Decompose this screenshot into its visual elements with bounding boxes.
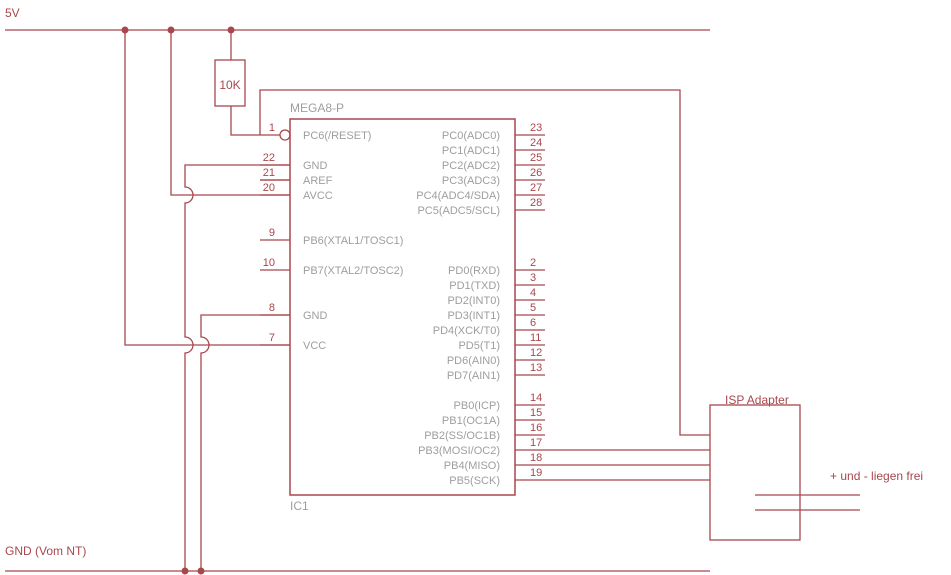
- pin-number-26: 26: [530, 167, 542, 179]
- pin-number-15: 15: [530, 407, 542, 419]
- gnd-wire-22: [184, 164, 290, 571]
- pin-name-14: PB0(ICP): [454, 400, 500, 412]
- gnd-wire-8: [200, 314, 290, 571]
- pin-number-4: 4: [530, 287, 536, 299]
- pin-name-26: PC3(ADC3): [442, 175, 500, 187]
- pin-name-13: PD7(AIN1): [447, 370, 500, 382]
- pin-name-6: PD4(XCK/T0): [433, 325, 500, 337]
- isp-adapter-box: [709, 404, 801, 541]
- vcc-wire: [124, 30, 290, 346]
- ic-ref-label: IC1: [290, 499, 309, 513]
- pin-number-5: 5: [530, 302, 536, 314]
- pin-number-27: 27: [530, 182, 542, 194]
- pin-name-24: PC1(ADC1): [442, 145, 500, 157]
- pin-number-9: 9: [269, 227, 275, 239]
- pin-name-12: PD6(AIN0): [447, 355, 500, 367]
- reset-wire: [230, 106, 280, 136]
- pin-name-15: PB1(OC1A): [442, 415, 500, 427]
- isp-adapter-label: ISP Adapter: [725, 393, 789, 407]
- pin-number-12: 12: [530, 347, 542, 359]
- pin-number-6: 6: [530, 317, 536, 329]
- ic-body: [289, 118, 516, 496]
- pin-number-20: 20: [263, 182, 275, 194]
- pin-number-24: 24: [530, 137, 542, 149]
- pin-number-10: 10: [263, 257, 275, 269]
- right-pin-group: 23PC0(ADC0)24PC1(ADC1)25PC2(ADC2)26PC3(A…: [416, 122, 545, 487]
- reset-inverter-bubble: [279, 129, 291, 141]
- pin-name-1: PC6(/RESET): [303, 130, 371, 142]
- pin-name-21: AREF: [303, 175, 333, 187]
- pin-name-4: PD2(INT0): [447, 295, 500, 307]
- pin-name-16: PB2(SS/OC1B): [424, 430, 500, 442]
- vcc-net-label: 5V: [5, 6, 20, 20]
- resistor-10k: [214, 59, 246, 107]
- pin-number-21: 21: [263, 167, 275, 179]
- gnd-net-label: GND (Vom NT): [5, 544, 86, 558]
- pin-name-9: PB6(XTAL1/TOSC1): [303, 235, 403, 247]
- pin-number-1: 1: [269, 122, 275, 134]
- pin-number-17: 17: [530, 437, 542, 449]
- pin-name-18: PB4(MISO): [444, 460, 500, 472]
- pin-number-13: 13: [530, 362, 542, 374]
- isp-note: + und - liegen frei: [830, 469, 923, 483]
- pin-name-23: PC0(ADC0): [442, 130, 500, 142]
- ic-part-label: MEGA8-P: [290, 101, 344, 115]
- pin-number-25: 25: [530, 152, 542, 164]
- pin-name-17: PB3(MOSI/OC2): [418, 445, 500, 457]
- pin-name-28: PC5(ADC5/SCL): [417, 205, 500, 217]
- pin-name-2: PD0(RXD): [448, 265, 500, 277]
- pin-number-14: 14: [530, 392, 542, 404]
- pin-number-18: 18: [530, 452, 542, 464]
- pin-name-3: PD1(TXD): [449, 280, 500, 292]
- pin-number-23: 23: [530, 122, 542, 134]
- isp-reset-wire: [259, 89, 710, 436]
- pin-number-8: 8: [269, 302, 275, 314]
- pin-number-7: 7: [269, 332, 275, 344]
- pin-name-25: PC2(ADC2): [442, 160, 500, 172]
- pin-number-19: 19: [530, 467, 542, 479]
- pin-number-2: 2: [530, 257, 536, 269]
- pin-name-22: GND: [303, 160, 328, 172]
- pin-name-7: VCC: [303, 340, 326, 352]
- pin-number-28: 28: [530, 197, 542, 209]
- pin-name-27: PC4(ADC4/SDA): [416, 190, 500, 202]
- pin-name-10: PB7(XTAL2/TOSC2): [303, 265, 403, 277]
- pin-number-3: 3: [530, 272, 536, 284]
- pin-name-19: PB5(SCK): [449, 475, 500, 487]
- pin-number-16: 16: [530, 422, 542, 434]
- pin-name-11: PD5(T1): [458, 340, 500, 352]
- pin-name-5: PD3(INT1): [447, 310, 500, 322]
- pin-number-11: 11: [530, 332, 541, 344]
- pin-number-22: 22: [263, 152, 275, 164]
- resistor-label: 10K: [219, 78, 240, 92]
- avcc-wire: [170, 30, 290, 196]
- pin-name-8: GND: [303, 310, 328, 322]
- pin-name-20: AVCC: [303, 190, 333, 202]
